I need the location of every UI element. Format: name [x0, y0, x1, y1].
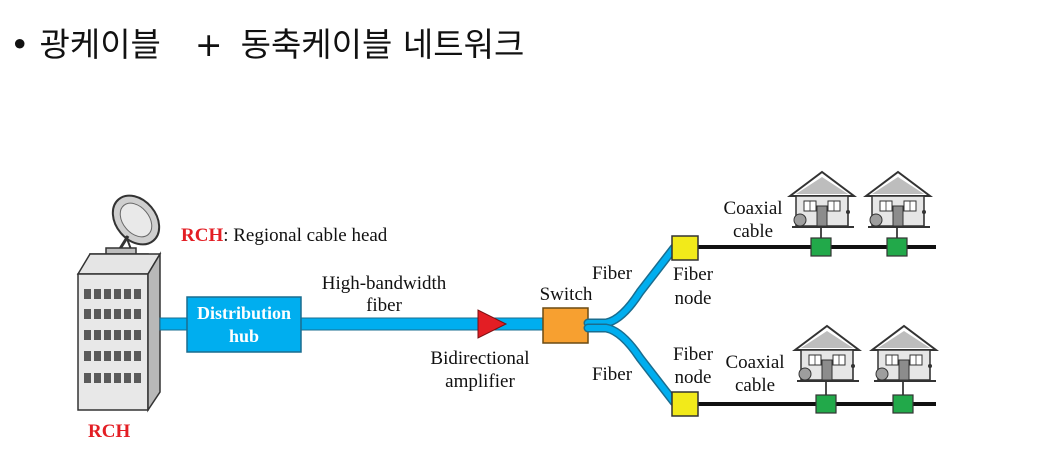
- switch-box: [542, 307, 589, 344]
- rch-legend: RCH: Regional cable head: [181, 225, 388, 246]
- coax-bottom-line1: Coaxial: [725, 352, 784, 373]
- tap-bottom-1: [815, 394, 837, 414]
- satellite-dish-icon: [105, 194, 161, 257]
- amp-label-line2: amplifier: [445, 371, 515, 392]
- coax-top-line1: Coaxial: [723, 198, 782, 219]
- house-icon: [794, 325, 860, 382]
- rch-label: RCH: [88, 421, 130, 442]
- switch-label: Switch: [540, 284, 593, 305]
- amplifier-icon: [477, 309, 508, 339]
- distribution-hub: [186, 296, 302, 353]
- title-part2: 동축케이블 네트워크: [240, 25, 525, 64]
- drop-lines: [820, 226, 904, 395]
- house-icon: [871, 325, 937, 382]
- hub-label-line2: hub: [229, 326, 259, 346]
- title-plus: +: [194, 25, 223, 64]
- fiber-trunk: [299, 317, 545, 331]
- house-icon: [789, 171, 855, 228]
- title-part1: 광케이블: [39, 25, 161, 64]
- rch-legend-abbr: RCH: [181, 225, 223, 246]
- fiber-node-bottom: [671, 391, 699, 417]
- fiber-top-label: Fiber: [592, 263, 633, 284]
- hbf-label-line1: High-bandwidth: [322, 273, 447, 294]
- tap-top-2: [886, 237, 908, 257]
- coax-bottom-line2: cable: [735, 375, 775, 396]
- house-icon: [865, 171, 931, 228]
- tap-bottom-2: [892, 394, 914, 414]
- fiber-branches: [583, 243, 679, 407]
- rch-legend-text: : Regional cable head: [223, 225, 388, 246]
- fiber-link-rch-hub: [159, 317, 189, 331]
- hub-label-line1: Distribution: [197, 303, 291, 323]
- title-bullet: •: [10, 25, 30, 64]
- node-bottom-line2: node: [675, 367, 712, 388]
- node-top-line2: node: [675, 288, 712, 309]
- building-icon: [76, 251, 162, 413]
- coax-top-line2: cable: [733, 221, 773, 242]
- tap-top-1: [810, 237, 832, 257]
- node-bottom-line1: Fiber: [673, 344, 714, 365]
- fiber-bottom-label: Fiber: [592, 364, 633, 385]
- fiber-node-top: [671, 235, 699, 261]
- slide-title: •광케이블 + 동축케이블 네트워크: [10, 18, 524, 66]
- node-top-line1: Fiber: [673, 264, 714, 285]
- hbf-label-line2: fiber: [366, 295, 403, 316]
- amp-label-line1: Bidirectional: [430, 348, 529, 369]
